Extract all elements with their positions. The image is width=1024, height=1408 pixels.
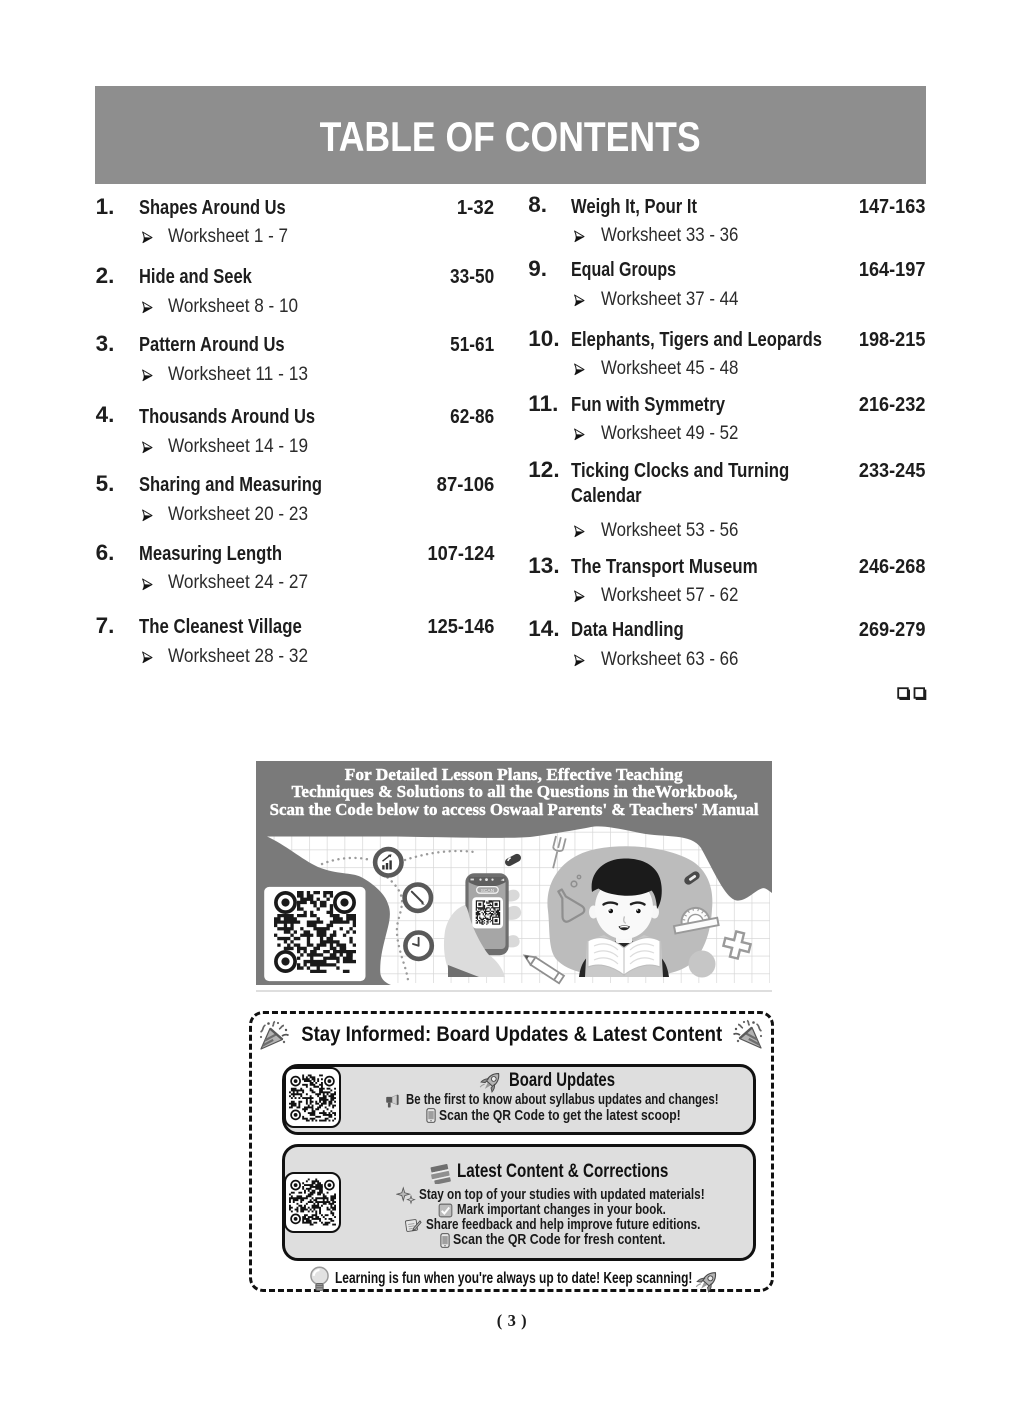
svg-text:SCAN: SCAN (481, 888, 495, 894)
